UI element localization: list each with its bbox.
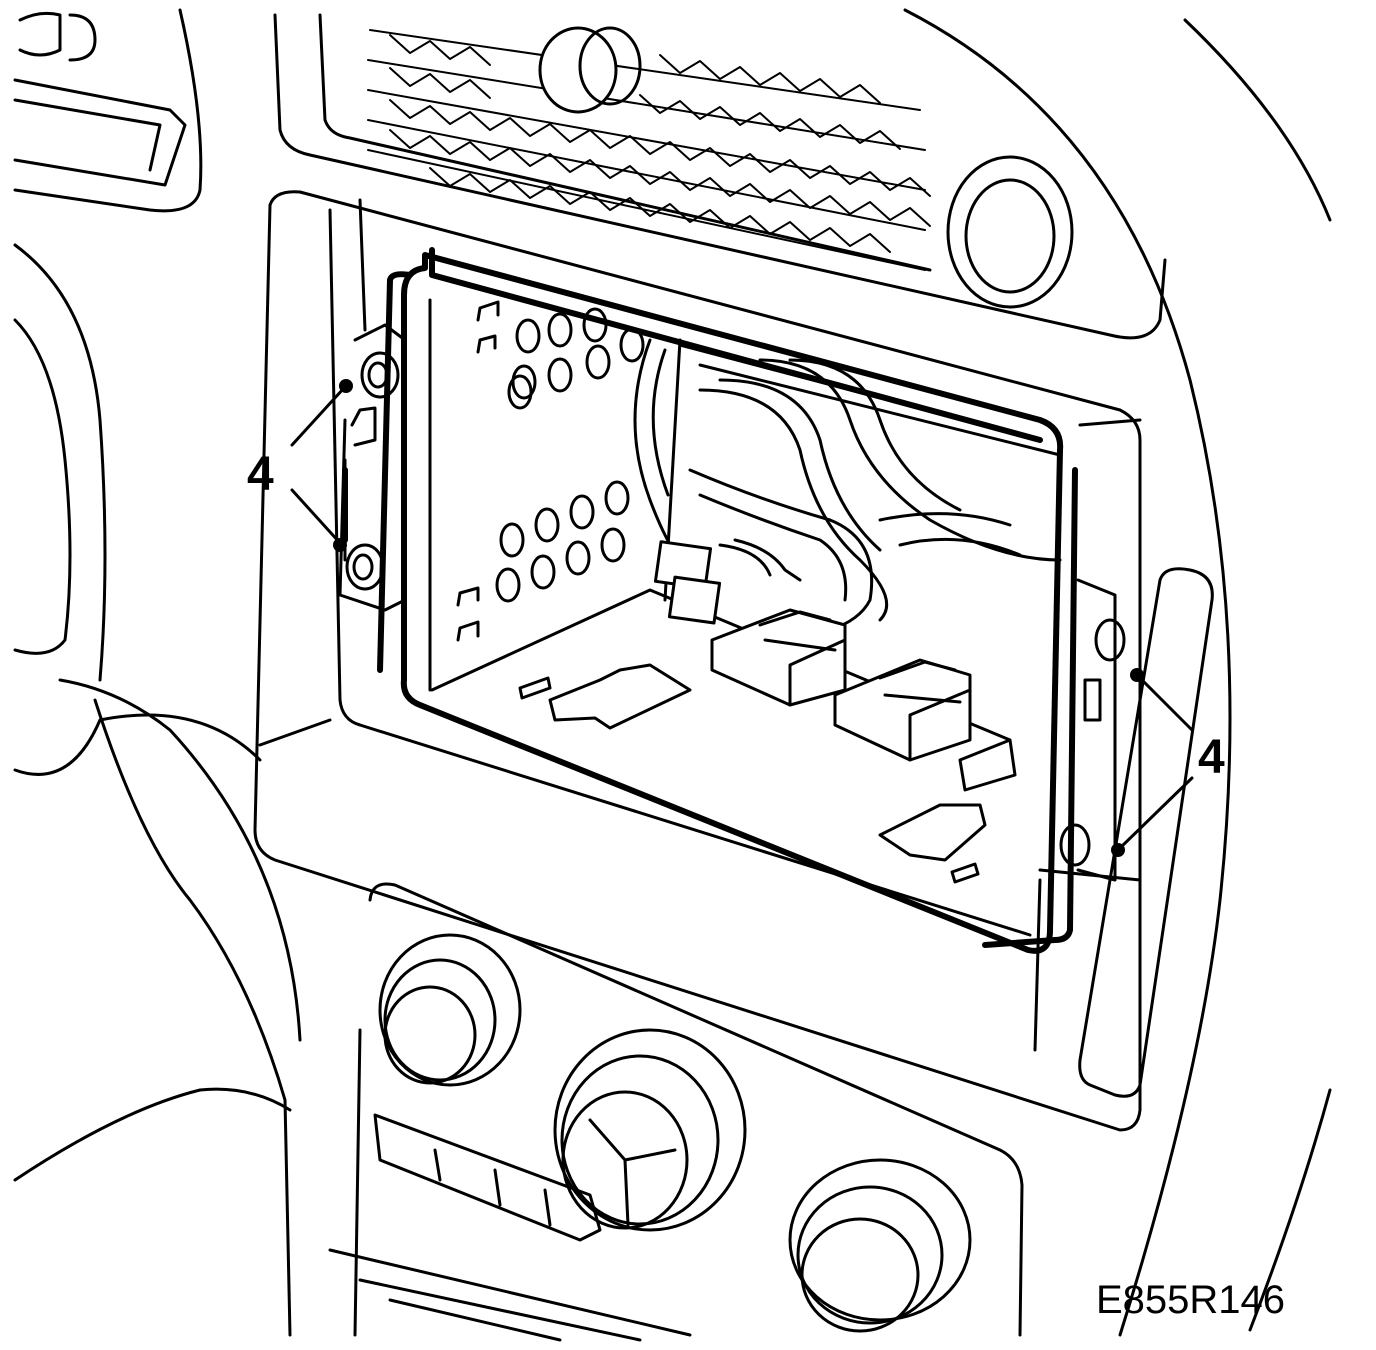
vent-grille — [367, 29, 931, 271]
callout-label-left: 4 — [247, 448, 274, 501]
radio-mounting-frame — [377, 247, 1078, 954]
callout-left: 4 — [247, 379, 353, 552]
left-bracket-screw-lower — [345, 543, 385, 591]
callout-right: 4 — [1111, 668, 1225, 857]
dashboard-outline — [13, 8, 1332, 1337]
right-bracket — [1059, 567, 1214, 1098]
callout-dot-upper-left — [339, 379, 353, 393]
harness-connector-2 — [833, 658, 972, 762]
callout-dot-upper-right — [1130, 668, 1144, 682]
fan-speed-knob — [378, 933, 522, 1087]
right-bracket-screw-lower — [1059, 823, 1091, 867]
climate-control-panel — [328, 882, 1024, 1342]
harness-connector-3 — [958, 738, 1017, 792]
left-bracket-screw-upper — [360, 351, 400, 399]
round-vent-button — [946, 155, 1074, 309]
figure-id-label: E855R146 — [1096, 1278, 1286, 1322]
callout-dot-lower-right — [1111, 843, 1125, 857]
wiring-harness — [633, 338, 1062, 792]
center-vent — [273, 13, 1167, 340]
radio-cavity-surround — [253, 190, 1142, 1132]
temperature-knob — [553, 1028, 747, 1232]
callout-label-right: 4 — [1198, 731, 1225, 784]
frame-vent-holes — [495, 307, 645, 603]
left-bracket — [338, 323, 407, 612]
vent-knob — [538, 26, 618, 114]
callout-dot-lower-left — [333, 538, 347, 552]
right-bracket-screw-upper — [1094, 618, 1126, 662]
air-distribution-knob — [788, 1158, 972, 1333]
